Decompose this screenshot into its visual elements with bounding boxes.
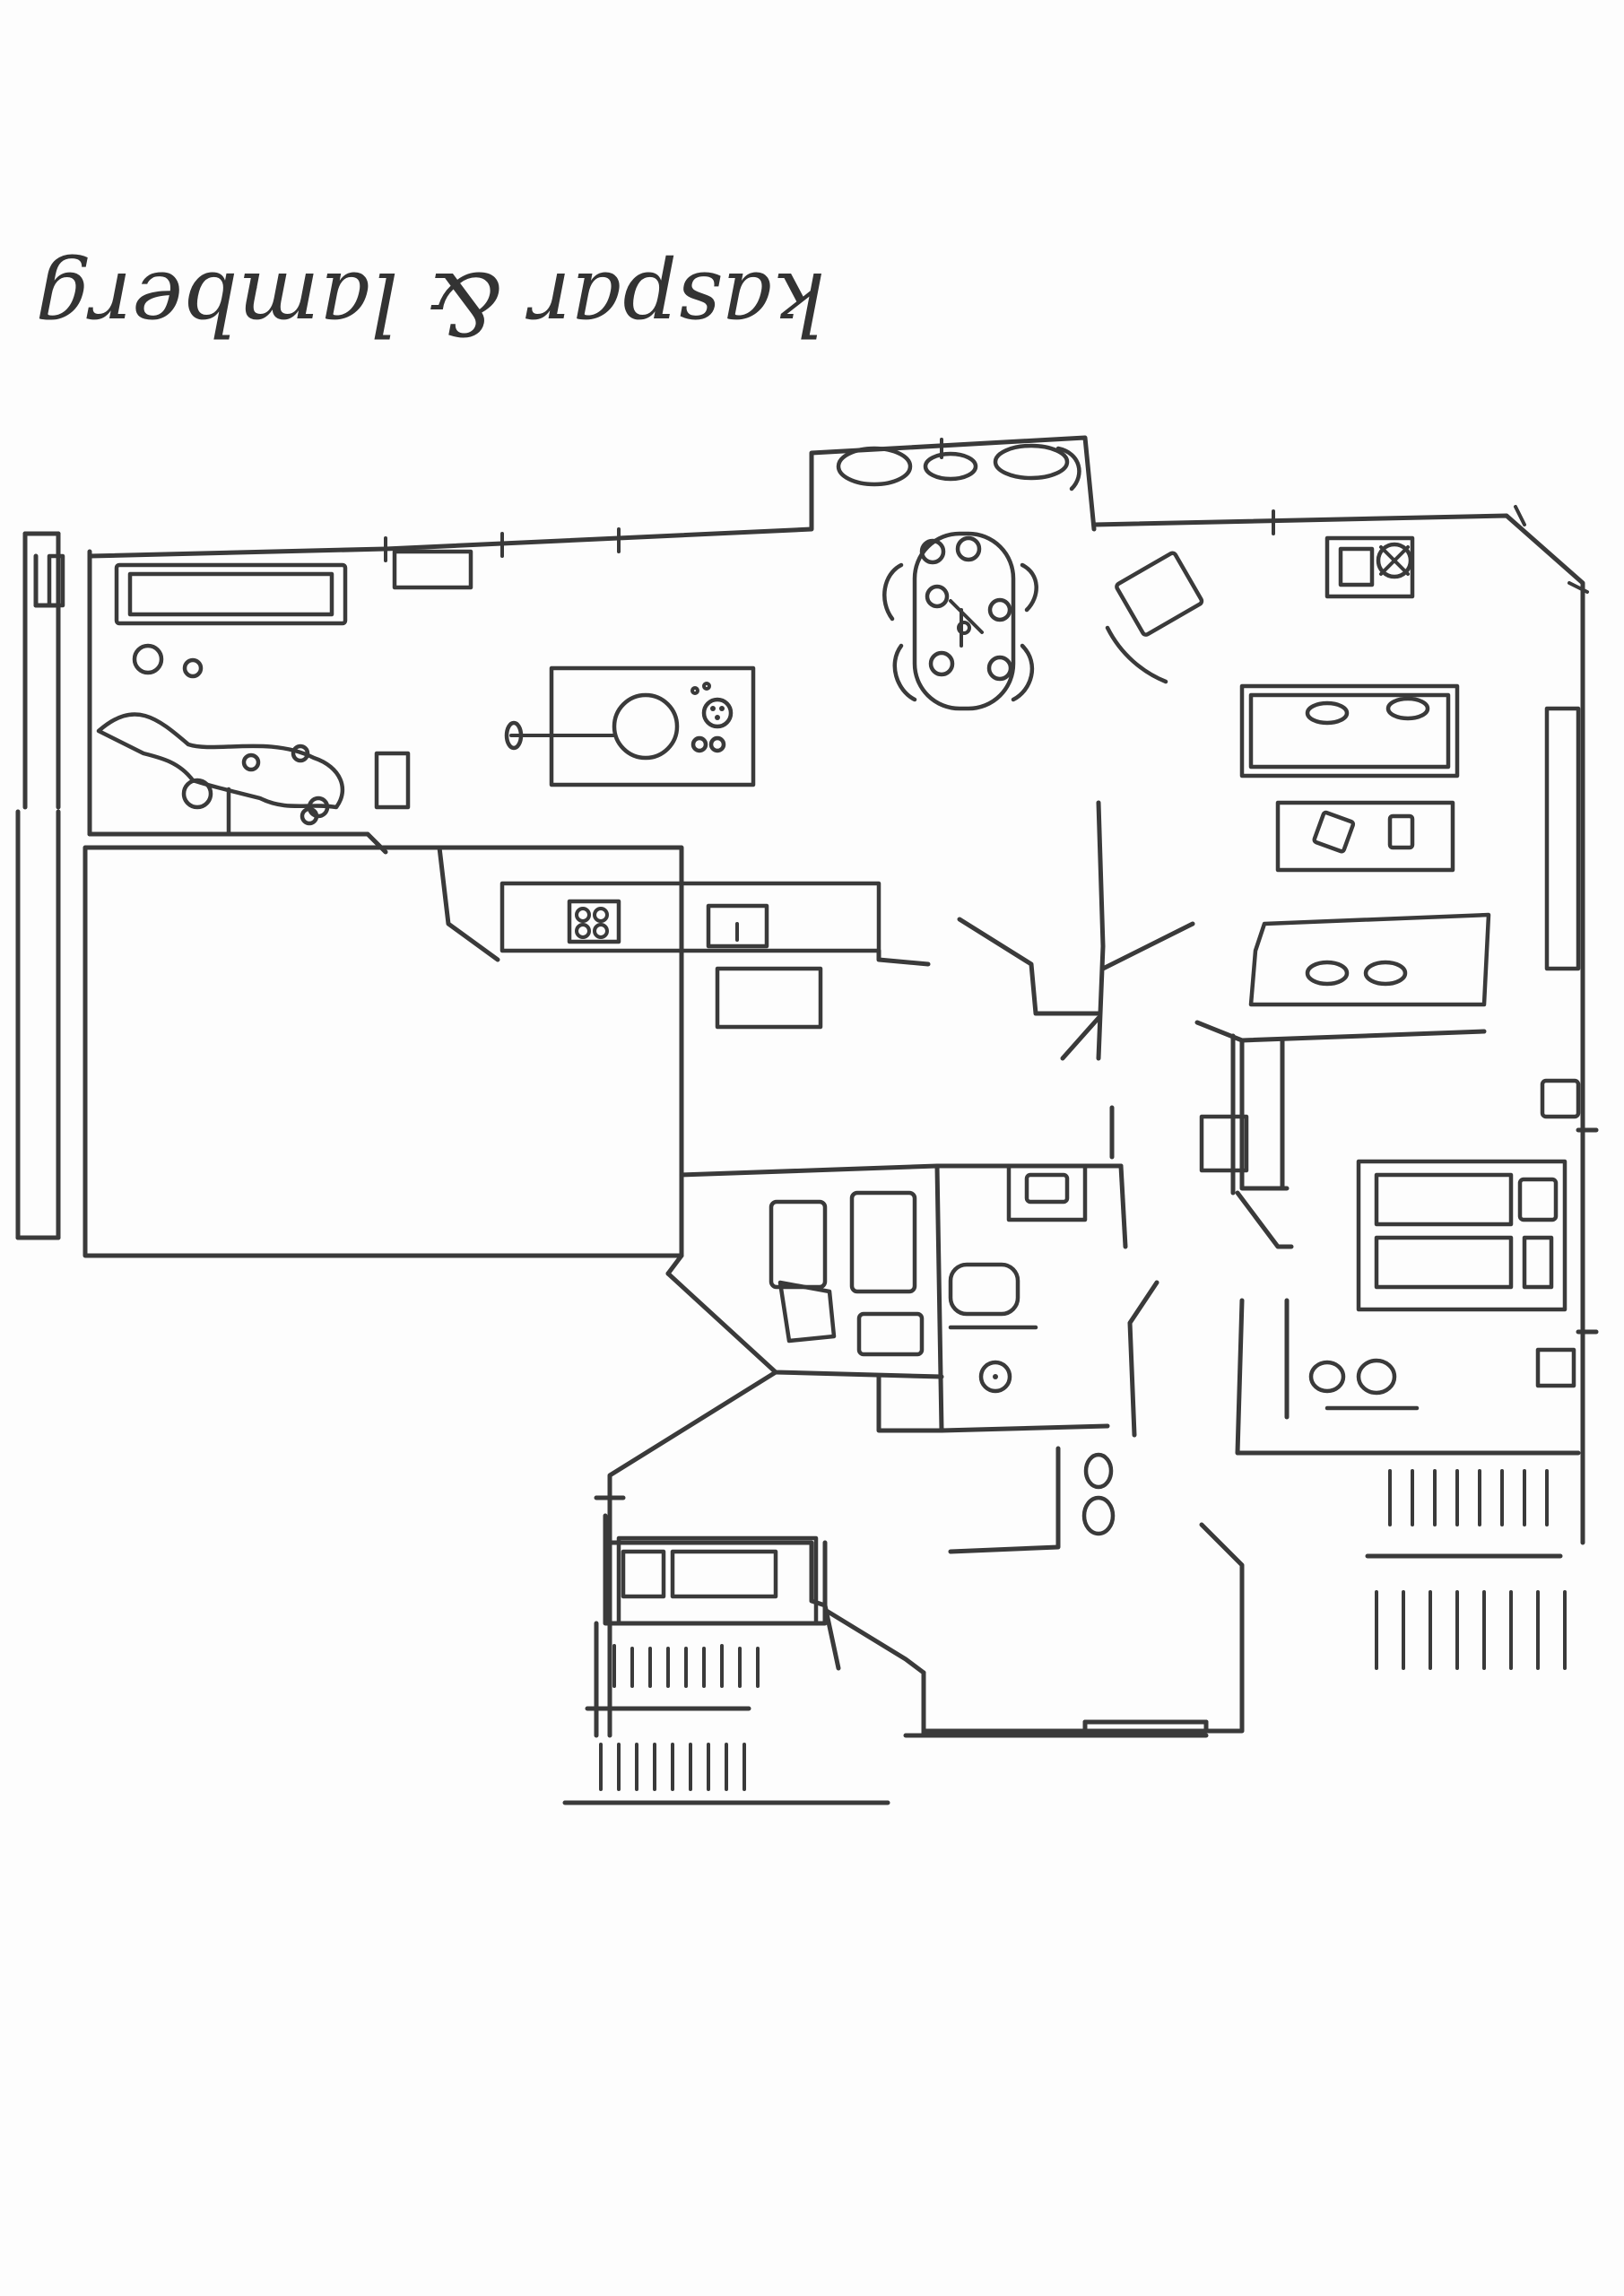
shelf [1544,706,1581,971]
sofa-top [1239,683,1460,778]
oven-icon [706,903,769,949]
sink-icon [612,692,680,761]
bed [1356,1159,1568,1312]
handwritten-title: kaspar & lamberg [36,253,825,353]
wall-hall-a [1096,800,1106,1061]
wall-bath [934,1163,1110,1433]
fridge [374,751,411,810]
hob-icon [701,697,734,729]
living-room [1105,535,1581,1007]
nightstand [1540,1078,1581,1119]
dining-table [912,531,1016,711]
wall-hall-b [957,917,1101,1016]
toilet [948,1262,1020,1317]
bath-cabinet [769,1199,828,1290]
sink-cabinet [1006,1163,1088,1222]
sofa-bottom [1248,912,1491,1007]
bathtub [849,1190,917,1294]
kitchen-island [549,665,756,787]
bath-mat [856,1311,925,1357]
kitchen-counter [114,562,348,626]
railing-right-a [1388,1469,1549,1526]
bedroom [1199,1078,1581,1411]
drain-icon [978,1360,1012,1394]
wall-bedroom-bottom [1235,1298,1581,1456]
study [594,1513,828,1738]
title-text: kaspar & lamberg [36,253,825,353]
wall-top-west [87,477,814,559]
coffee-table [1275,800,1455,873]
balcony-railings [562,1553,1563,1805]
staircase [83,845,684,1258]
kitchen [47,549,931,1030]
walls [15,435,1585,1545]
armchair [1115,551,1204,637]
bathroom [769,1163,1116,1536]
interior-walls [594,800,1599,1738]
wall-bay [809,435,1097,532]
railing-right-b [1375,1590,1567,1670]
railing-left-b [599,1743,746,1791]
wall-top-east [1091,513,1585,1545]
wall-ticks [384,438,1589,594]
bay-cushion [836,446,913,487]
cook-counter [499,881,881,953]
side-table [1324,535,1415,599]
wall-hall-diagonal [607,1370,778,1738]
desk [616,1535,819,1626]
wall-living-bottom [1194,1020,1487,1043]
title-dot [250,283,257,291]
stove-icon [567,899,621,944]
railing-left-a [585,1644,760,1711]
dining [836,443,1081,711]
stool-icon [132,643,164,675]
plant-icon [1376,542,1413,579]
plant-bed [96,712,345,810]
